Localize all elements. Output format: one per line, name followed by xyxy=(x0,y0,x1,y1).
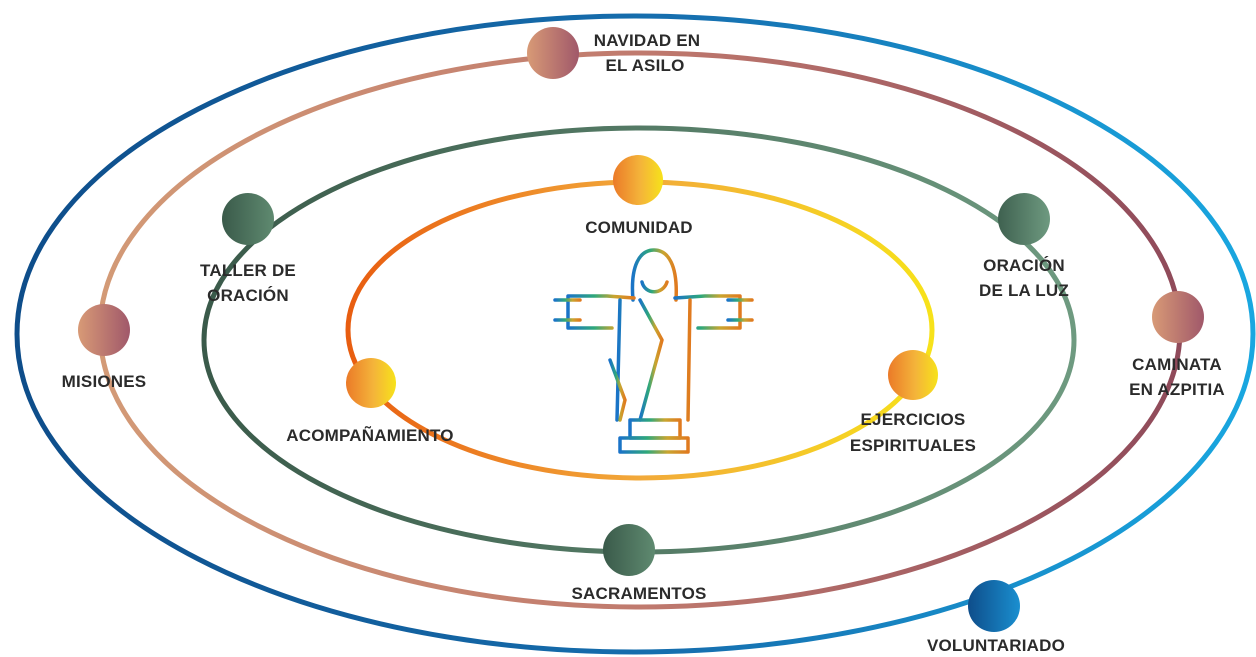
label-taller-line2: ORACIÓN xyxy=(207,286,289,305)
label-acompanamiento: ACOMPAÑAMIENTO xyxy=(286,425,453,445)
label-misiones: MISIONES xyxy=(62,372,147,391)
label-navidad-line1: NAVIDAD EN xyxy=(594,31,701,50)
label-ejercicios-line1: EJERCICIOS xyxy=(861,410,966,429)
dot-taller xyxy=(222,193,274,245)
label-comunidad: COMUNIDAD xyxy=(585,218,693,237)
label-navidad-line2: EL ASILO xyxy=(605,56,684,75)
dot-comunidad xyxy=(613,155,663,205)
dot-ejercicios xyxy=(888,350,938,400)
cristo-figure-icon xyxy=(553,248,754,454)
ring-outer xyxy=(14,13,1256,655)
label-caminata-line2: EN AZPITIA xyxy=(1129,380,1225,399)
label-ejercicios-line2: ESPIRITUALES xyxy=(850,436,976,455)
label-oracion-luz-line1: ORACIÓN xyxy=(983,256,1065,275)
label-voluntariado: VOLUNTARIADO xyxy=(927,636,1065,655)
dot-acompanamiento xyxy=(346,358,396,408)
dot-voluntariado xyxy=(968,580,1020,632)
label-caminata-line1: CAMINATA xyxy=(1132,355,1222,374)
label-oracion-luz-line2: DE LA LUZ xyxy=(979,281,1069,300)
dot-sacramentos xyxy=(603,524,655,576)
dot-navidad xyxy=(527,27,579,79)
ring-second xyxy=(97,50,1183,610)
dot-caminata xyxy=(1152,291,1204,343)
label-sacramentos: SACRAMENTOS xyxy=(571,584,706,603)
dot-misiones xyxy=(78,304,130,356)
label-taller-line1: TALLER DE xyxy=(200,261,296,280)
dot-oracion-luz xyxy=(998,193,1050,245)
